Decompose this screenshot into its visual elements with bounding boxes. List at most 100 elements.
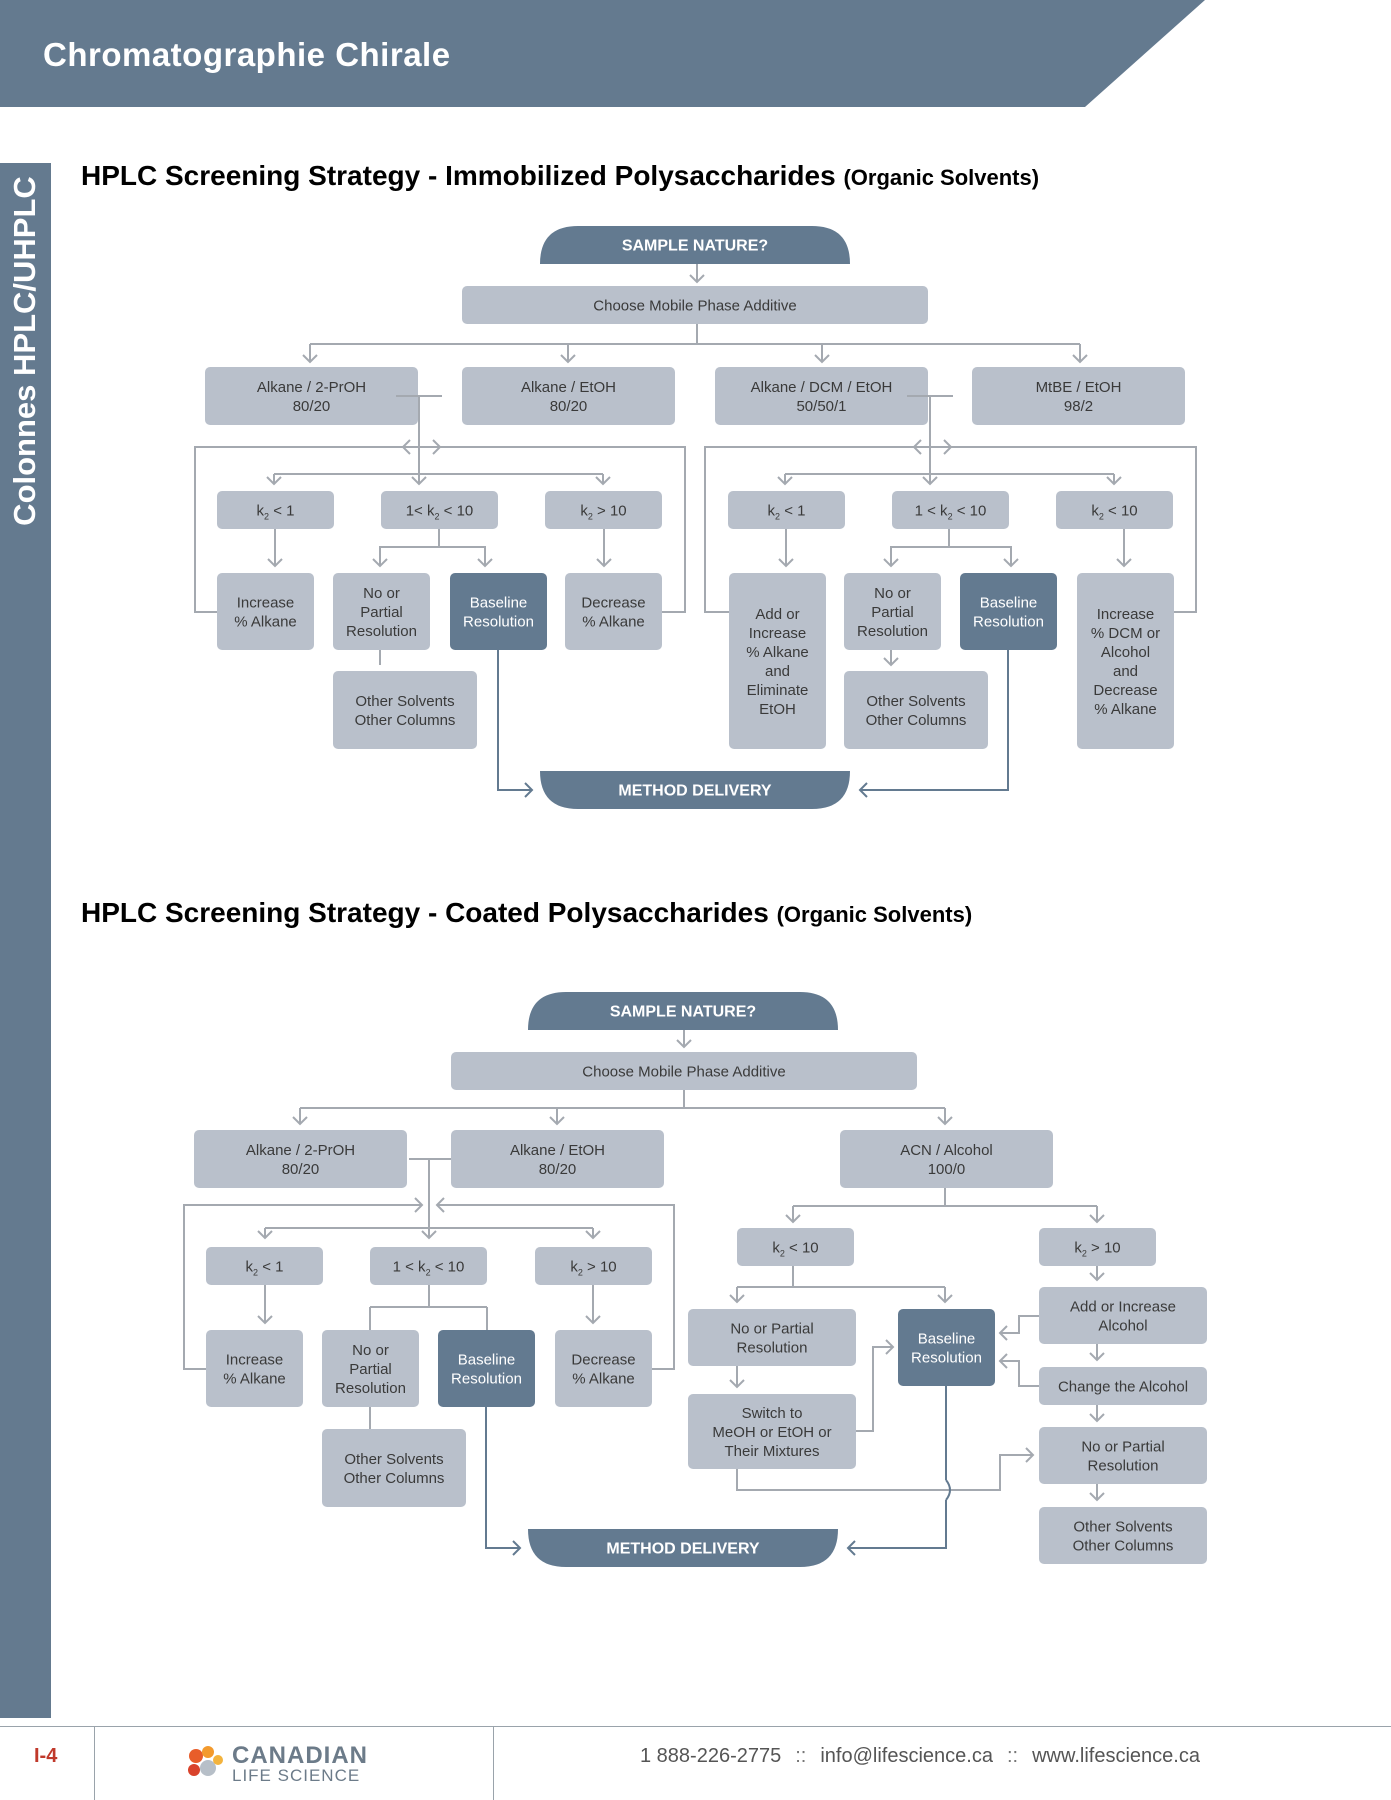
- connector-line: [860, 650, 1009, 791]
- solvent-box-label: 80/20: [293, 398, 331, 415]
- k-condition-box-label: k2 > 10: [580, 502, 626, 521]
- result-box-label: Partial: [349, 1361, 392, 1378]
- solvent-box-label: 98/2: [1064, 398, 1093, 415]
- other-box-label: Other Columns: [866, 712, 967, 729]
- baseline-box: [898, 1309, 995, 1386]
- arrow-head-icon: [922, 476, 938, 486]
- result-box-label: Alcohol: [1101, 644, 1150, 661]
- arrow-head-icon: [1106, 476, 1122, 486]
- result-box-label: Decrease: [581, 594, 645, 611]
- result-box-label: % DCM or: [1091, 625, 1160, 642]
- footer-separator: [94, 1727, 95, 1800]
- result-box-label: No or: [363, 585, 400, 602]
- connector-line: [704, 446, 729, 613]
- solvent-box-label: ACN / Alcohol: [900, 1142, 993, 1159]
- result-box-label: Resolution: [346, 623, 417, 640]
- k-condition-box-label: k2 < 10: [772, 1239, 818, 1258]
- contact-line: 1 888-226-2775::info@lifescience.ca::www…: [640, 1745, 1200, 1768]
- result-box: [322, 1330, 419, 1407]
- baseline-box-label: Resolution: [911, 1349, 982, 1366]
- additive-box: [462, 286, 928, 324]
- arrow-head-icon: [257, 1230, 273, 1240]
- result-box: [555, 1330, 652, 1407]
- result-box-label: No or Partial: [1081, 1438, 1164, 1455]
- k-condition-box: [370, 1247, 487, 1285]
- sidebar-tab: Colonnes HPLC/UHPLC: [0, 163, 51, 1718]
- connector-line: [948, 529, 1012, 566]
- arrow-head-icon: [1089, 1413, 1105, 1423]
- arrow-head-icon: [885, 1339, 895, 1355]
- result-box-label: Add or: [755, 606, 799, 623]
- baseline-box-label: Resolution: [973, 613, 1044, 630]
- other-box: [333, 671, 477, 749]
- section-title-text: HPLC Screening Strategy - Immobilized Po…: [81, 160, 836, 191]
- other-box-label: Other Columns: [355, 712, 456, 729]
- connector-line: [438, 529, 486, 566]
- arrow-head-icon: [1089, 1492, 1105, 1502]
- arrow-head-icon: [267, 558, 283, 568]
- start-node-label: SAMPLE NATURE?: [610, 1004, 756, 1021]
- solvent-box-label: 80/20: [550, 398, 588, 415]
- other-box: [844, 671, 988, 749]
- k-condition-box: [381, 491, 498, 529]
- arrow-head-icon: [560, 354, 576, 364]
- arrow-head-icon: [414, 1197, 424, 1213]
- arrow-head-icon: [676, 1039, 692, 1049]
- solvent-box-label: 100/0: [928, 1161, 966, 1178]
- k-condition-box-label: k2 > 10: [570, 1258, 616, 1277]
- arrow-head-icon: [477, 558, 493, 568]
- k-condition-box-label: 1< k2 < 10: [406, 502, 474, 521]
- solvent-box: [840, 1130, 1053, 1188]
- result-box: [688, 1394, 856, 1469]
- phone-number: 1 888-226-2775: [640, 1745, 782, 1767]
- result-box-label: Partial: [871, 604, 914, 621]
- result-box-label: Decrease: [1093, 682, 1157, 699]
- section-subtitle: (Organic Solvents): [776, 902, 973, 927]
- solvent-box-label: Alkane / EtOH: [510, 1142, 605, 1159]
- arrow-head-icon: [729, 1294, 745, 1304]
- arrow-head-icon: [1072, 354, 1088, 364]
- arrow-head-icon: [858, 782, 868, 798]
- arrow-head-icon: [1116, 558, 1132, 568]
- arrow-head-icon: [266, 476, 282, 486]
- solvent-box: [205, 367, 418, 425]
- result-box-label: No or: [874, 585, 911, 602]
- k-condition-box: [892, 491, 1009, 529]
- email-link[interactable]: info@lifescience.ca: [820, 1745, 993, 1767]
- arrow-head-icon: [846, 1540, 856, 1556]
- solvent-box: [715, 367, 928, 425]
- arrow-head-icon: [585, 1315, 601, 1325]
- connector-line: [1167, 446, 1197, 613]
- other-box-label: Other Solvents: [866, 693, 965, 710]
- result-box: [1039, 1427, 1207, 1484]
- start-node: [540, 226, 850, 264]
- k-condition-box-label: k2 < 1: [768, 502, 806, 521]
- start-node-label: SAMPLE NATURE?: [622, 238, 768, 255]
- baseline-box: [450, 573, 547, 650]
- baseline-box-label: Baseline: [980, 594, 1038, 611]
- arrow-head-icon: [411, 476, 427, 486]
- connector-line: [736, 1454, 1033, 1491]
- baseline-box-label: Resolution: [451, 1370, 522, 1387]
- k-condition-box-label: k2 < 1: [257, 502, 295, 521]
- other-box-label: Other Solvents: [355, 693, 454, 710]
- arrow-head-icon: [729, 1379, 745, 1389]
- arrow-head-icon: [1089, 1272, 1105, 1282]
- k-condition-box: [728, 491, 845, 529]
- arrow-head-icon: [435, 1197, 445, 1213]
- other-box-label: Other Solvents: [1073, 1518, 1172, 1535]
- baseline-box-label: Baseline: [918, 1330, 976, 1347]
- connector-line: [1000, 1360, 1039, 1387]
- solvent-box: [462, 367, 675, 425]
- result-box-label: Partial: [360, 604, 403, 621]
- end-node: [528, 1529, 838, 1567]
- result-box-label: Increase: [749, 625, 807, 642]
- result-box: [333, 573, 430, 650]
- section-title-text: HPLC Screening Strategy - Coated Polysac…: [81, 897, 769, 928]
- website-link[interactable]: www.lifescience.ca: [1032, 1745, 1200, 1767]
- result-box-label: No or Partial: [730, 1320, 813, 1337]
- arrow-head-icon: [778, 558, 794, 568]
- solvent-box: [194, 1130, 407, 1188]
- other-box-label: Other Solvents: [344, 1451, 443, 1468]
- arrow-head-icon: [937, 1116, 953, 1126]
